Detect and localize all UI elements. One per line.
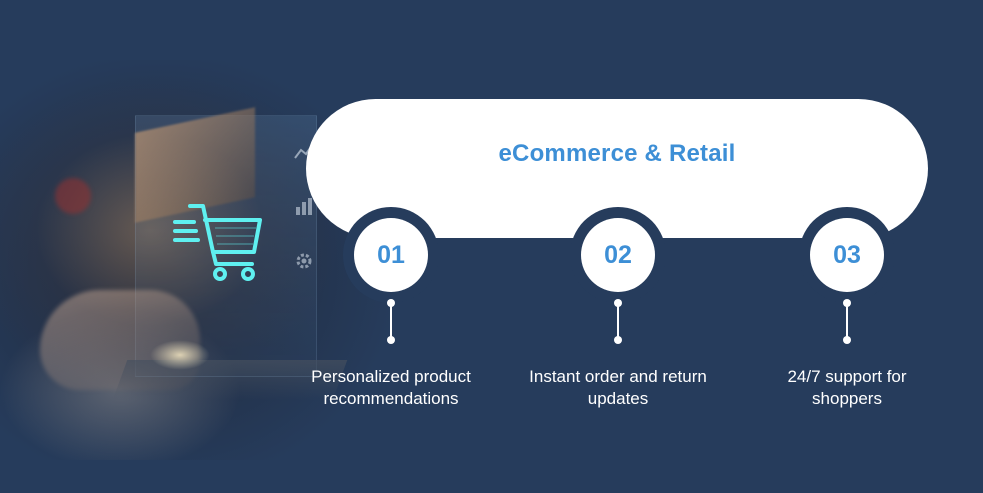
step-number: 03	[833, 240, 861, 269]
shopping-cart-icon	[173, 204, 262, 281]
step-1: 01 Personalized product recommendations	[291, 0, 491, 493]
step-number-ring: 01	[343, 207, 439, 303]
step-number-badge: 01	[354, 218, 428, 292]
connector-dot-bottom	[614, 336, 622, 344]
step-number-ring: 03	[799, 207, 895, 303]
step-number-badge: 03	[810, 218, 884, 292]
step-label: 24/7 support for shoppers	[787, 367, 907, 408]
step-number: 01	[377, 240, 405, 269]
connector-line	[390, 302, 392, 338]
step-number-ring: 02	[570, 207, 666, 303]
step-label: Instant order and return updates	[529, 367, 707, 408]
page-title: eCommerce & Retail	[498, 139, 736, 167]
gear-icon	[296, 253, 312, 269]
connector-dot-bottom	[387, 336, 395, 344]
step-number-badge: 02	[581, 218, 655, 292]
connector-line	[846, 302, 848, 338]
connector-line	[617, 302, 619, 338]
bar-chart-icon	[296, 198, 312, 215]
step-label: Personalized product recommendations	[311, 367, 471, 408]
step-number: 02	[604, 240, 632, 269]
step-3: 03 24/7 support for shoppers	[747, 0, 947, 493]
step-2: 02 Instant order and return updates	[518, 0, 718, 493]
connector-dot-bottom	[843, 336, 851, 344]
